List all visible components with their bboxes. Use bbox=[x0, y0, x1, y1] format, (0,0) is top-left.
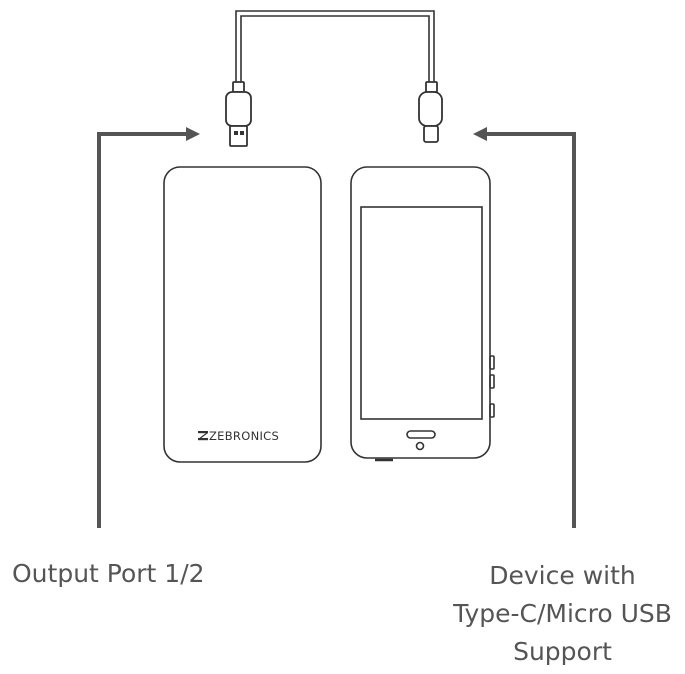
usb-a-plug-icon bbox=[225, 81, 252, 147]
side-button-3 bbox=[489, 403, 495, 418]
zebronics-logo-icon: ZEBRONICS bbox=[198, 429, 279, 443]
mic-hole-icon bbox=[415, 441, 425, 451]
output-port-label: Output Port 1/2 bbox=[12, 559, 205, 588]
side-button-1 bbox=[489, 355, 495, 370]
side-button-2 bbox=[489, 374, 495, 389]
device-support-label: Device with Type-C/Micro USB Support bbox=[430, 557, 685, 671]
power-bank bbox=[163, 166, 322, 463]
home-button-icon bbox=[406, 430, 436, 439]
output-port-arrow bbox=[97, 127, 200, 528]
smartphone bbox=[350, 166, 495, 462]
device-arrow bbox=[473, 127, 576, 528]
cable-wire bbox=[235, 10, 435, 82]
device-label-line-3: Support bbox=[513, 637, 612, 666]
device-label-line-1: Device with bbox=[489, 561, 636, 590]
brand-logo-text: ZEBRONICS bbox=[209, 429, 279, 443]
micro-usb-plug-icon bbox=[418, 81, 443, 143]
device-label-line-2: Type-C/Micro USB bbox=[453, 599, 672, 628]
